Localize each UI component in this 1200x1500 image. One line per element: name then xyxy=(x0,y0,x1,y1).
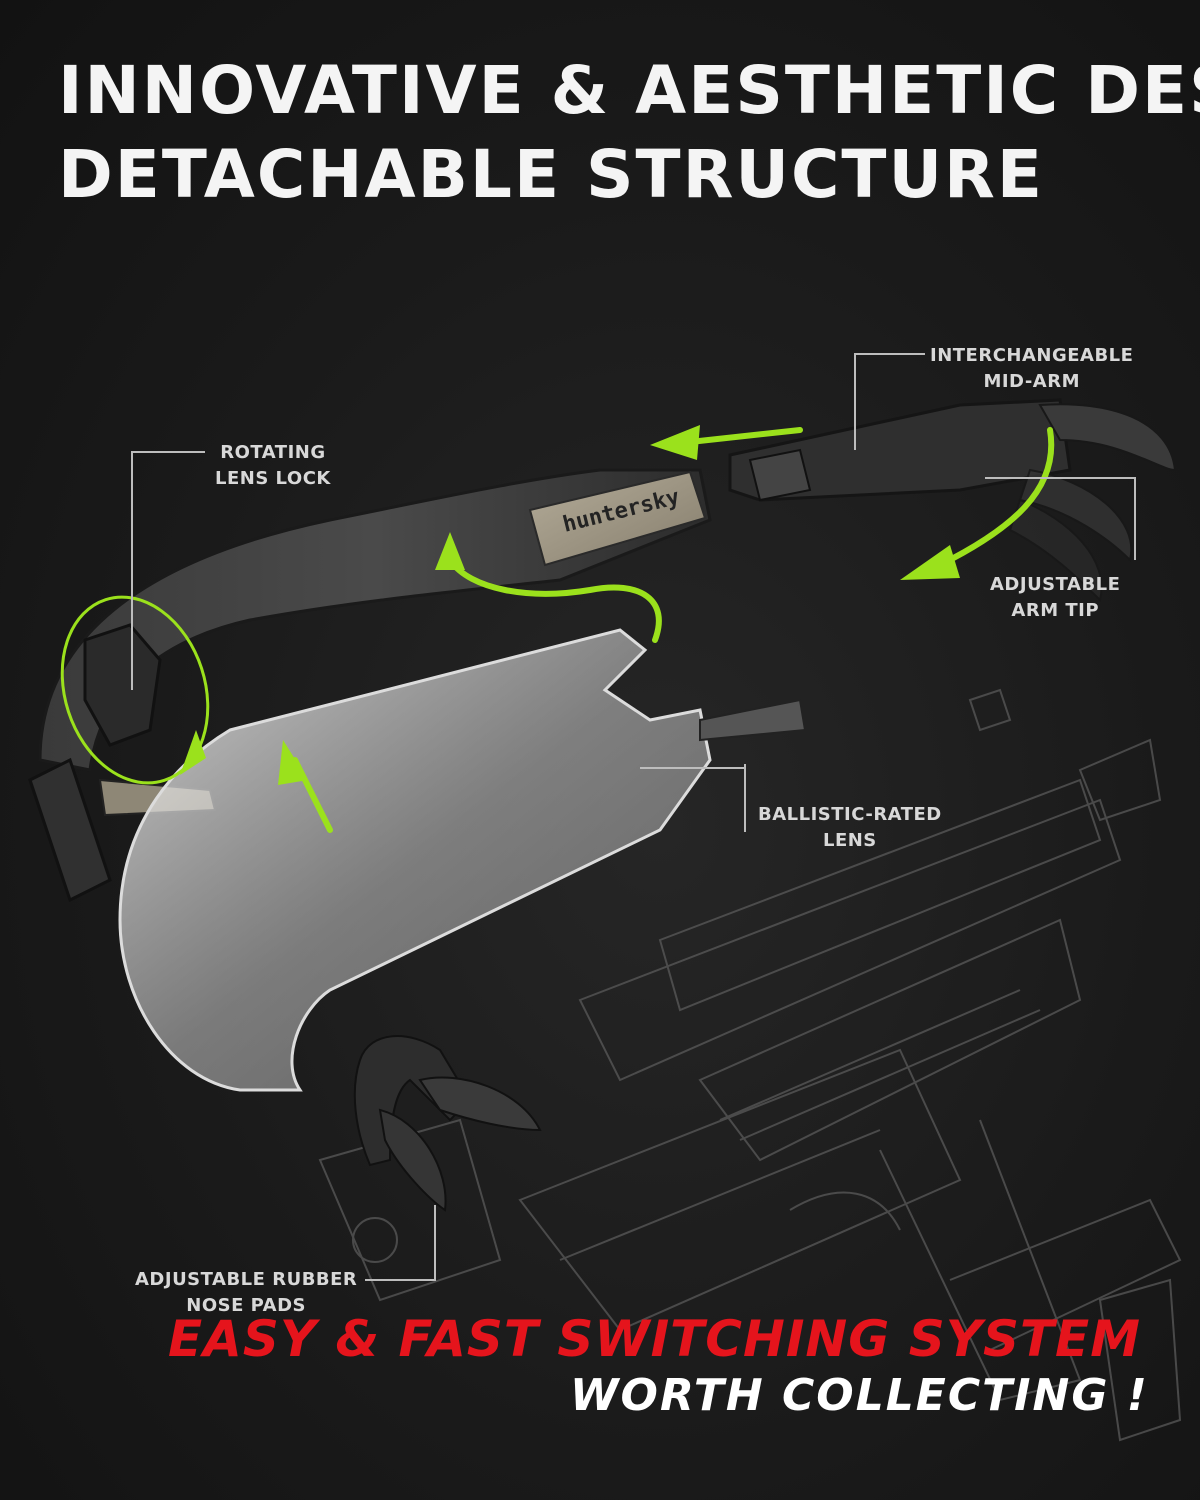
callout-mid-arm-line1: INTERCHANGEABLE xyxy=(930,345,1134,366)
callout-arm-tip-line2: ARM TIP xyxy=(1011,600,1100,621)
callout-lens-lock-line2: LENS LOCK xyxy=(215,468,331,489)
movement-arrows xyxy=(60,427,1055,833)
headline-line-2: DETACHABLE STRUCTURE xyxy=(58,136,1044,213)
callout-leaders xyxy=(131,353,1136,1281)
callout-arm-tip-line1: ADJUSTABLE xyxy=(990,574,1121,595)
tagline-line-2: WORTH COLLECTING ! xyxy=(570,1370,1149,1421)
callout-nose-pads-line1: ADJUSTABLE RUBBER xyxy=(135,1269,358,1290)
callout-nose-pads-line2: NOSE PADS xyxy=(186,1295,307,1316)
callout-arm-tip: ADJUSTABLE ARM TIP xyxy=(990,572,1120,624)
lens-shape xyxy=(118,628,712,1092)
headline-line-1: INNOVATIVE & AESTHETIC DESIGN xyxy=(58,52,1200,129)
lens-lock-part xyxy=(83,623,162,747)
callout-lens-line1: BALLISTIC-RATED xyxy=(758,804,942,825)
mid-arm-piece xyxy=(728,398,1072,502)
pistol-blueprint xyxy=(318,688,1182,1442)
callout-lens-lock-line1: ROTATING xyxy=(220,442,326,463)
callout-lens: BALLISTIC-RATED LENS xyxy=(758,802,942,854)
arm-tip xyxy=(1038,403,1177,472)
callout-lens-lock: ROTATING LENS LOCK xyxy=(215,440,331,492)
callout-mid-arm: INTERCHANGEABLE MID-ARM xyxy=(930,343,1133,395)
brand-badge xyxy=(528,470,707,567)
arrow-heads xyxy=(180,425,960,785)
tagline-line-1: EASY & FAST SWITCHING SYSTEM xyxy=(168,1310,1141,1368)
callout-mid-arm-line2: MID-ARM xyxy=(983,371,1080,392)
callout-nose-pads: ADJUSTABLE RUBBER NOSE PADS xyxy=(135,1267,357,1319)
callout-lens-line2: LENS xyxy=(822,830,877,851)
